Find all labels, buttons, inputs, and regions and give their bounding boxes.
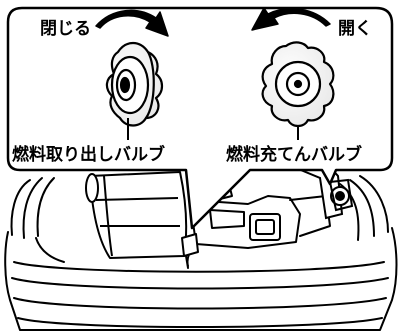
fuel-outlet-valve-knob [105,41,164,127]
fuel-outlet-valve-label: 燃料取り出しバルブ [12,144,165,165]
fuel-fill-valve-label: 燃料充てんバルブ [226,144,362,165]
engine-left-body [85,171,188,259]
open-direction-arrow [251,7,331,31]
fuel-fill-valve-knob [261,41,335,128]
close-direction-arrow [95,9,169,37]
open-label: 開く [338,19,372,39]
close-label: 閉じる [40,19,91,39]
